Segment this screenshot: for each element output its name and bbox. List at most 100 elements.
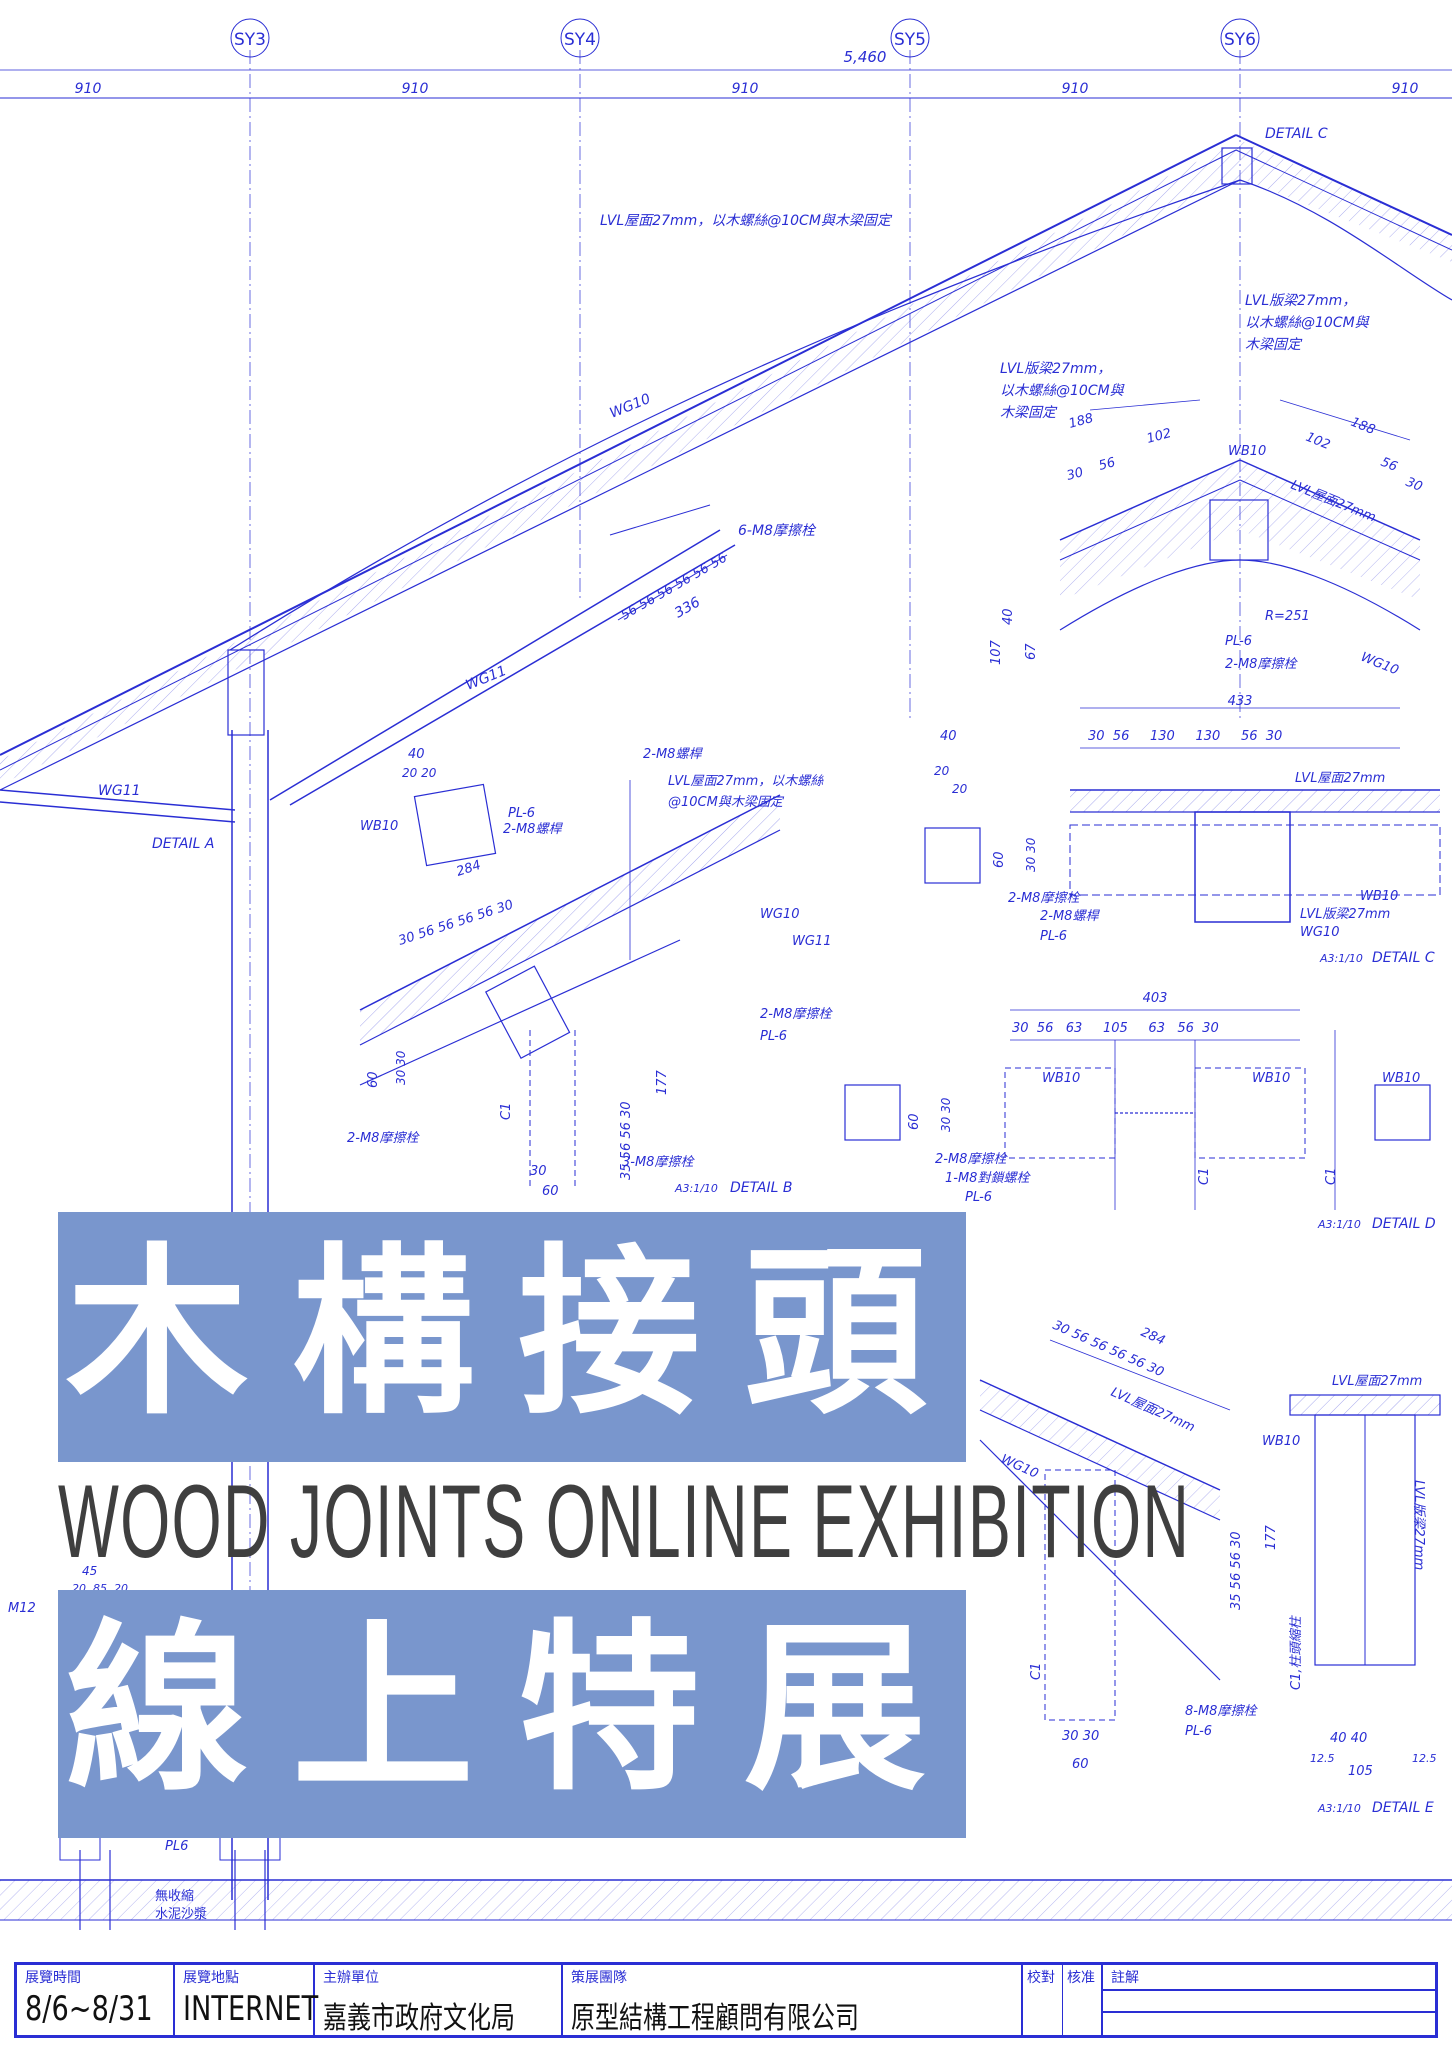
- grout-label: 無收縮: [155, 1888, 194, 1904]
- dim: 60: [366, 1071, 381, 1088]
- footer-venue-cell: 展覽地點 INTERNET: [175, 1965, 319, 2035]
- organizer-value: 嘉義市政府文化局: [323, 2001, 515, 2036]
- c1-label: C1: [1324, 1168, 1339, 1185]
- wb10-label: WB10: [1252, 1071, 1290, 1086]
- footer-title-block: 展覽時間 8/6~8/31 展覽地點 INTERNET 主辦單位 嘉義市政府文化…: [14, 1962, 1438, 2038]
- beam-note-right: 以木螺絲@10CM與: [1245, 315, 1370, 331]
- dim: 12.5: [1310, 1752, 1335, 1765]
- span-dim: 910: [732, 81, 759, 97]
- curator-label: 策展團隊: [571, 1970, 627, 1986]
- lvl-roof-label: LVL屋面27mm: [1295, 771, 1385, 786]
- scale-label: A3:1/10: [1317, 1802, 1361, 1815]
- beam-note-mid: LVL版梁27mm，: [1000, 361, 1111, 377]
- detail-d: 403 30 56 63 105 63 56 30 WB10 WB10 WB10…: [844, 991, 1436, 1232]
- dim: 45: [82, 1564, 97, 1578]
- dim: 12.5: [1412, 1752, 1437, 1765]
- pl6-label: PL-6: [1040, 929, 1067, 944]
- pl6-label: PL-6: [508, 806, 535, 821]
- wb10-label: WB10: [1262, 1434, 1300, 1449]
- organizer-label: 主辦單位: [323, 1970, 379, 1986]
- dim: 56: [1379, 455, 1400, 475]
- c1-label: C1: [1197, 1168, 1212, 1185]
- dim: 177: [1264, 1524, 1279, 1550]
- dim: 188: [1067, 411, 1095, 432]
- curator-value: 原型結構工程顧問有限公司: [571, 2001, 859, 2036]
- roof-note: LVL屋面27mm，以木螺絲: [668, 774, 824, 789]
- dims-row: 20 85 20: [72, 1582, 128, 1595]
- wb10-label: WB10: [1360, 889, 1398, 904]
- c1-label: C1: [1029, 1663, 1044, 1680]
- footer-notes-cell: 註解: [1103, 1965, 1435, 2035]
- wb10-label: WB10: [1382, 1071, 1420, 1086]
- axis-label-sy6: SY6: [1224, 30, 1256, 50]
- dims-row: 30 56 63 105 63 56 30: [1012, 1021, 1219, 1036]
- footer-date-cell: 展覽時間 8/6~8/31: [17, 1965, 175, 2035]
- bolts-label: 2-M8摩擦栓: [760, 1006, 833, 1022]
- dim: 60: [1072, 1757, 1089, 1772]
- dim: 30 30: [1062, 1729, 1099, 1744]
- detail-c-tag: DETAIL C: [1265, 126, 1328, 142]
- bolts-label: 3-M8摩擦栓: [622, 1154, 695, 1170]
- dim: 177: [655, 1069, 670, 1095]
- dim: 20: [934, 764, 950, 778]
- dim: 102: [1145, 426, 1173, 447]
- dim: 30 30: [394, 1050, 408, 1085]
- date-label: 展覽時間: [25, 1970, 81, 1986]
- wb10-label: WB10: [360, 819, 398, 834]
- axis-label-sy3: SY3: [234, 30, 266, 50]
- dim: 30: [530, 1164, 547, 1179]
- dims-row: 30 56 130 130 56 30: [1088, 729, 1282, 744]
- total-span-dim: 5,460: [844, 48, 887, 66]
- dim: 102: [1304, 430, 1333, 453]
- venue-value: INTERNET: [183, 1989, 319, 2029]
- lvl-beam-label: LVL版梁27mm: [1411, 1480, 1426, 1570]
- scale-label: A3:1/10: [674, 1182, 718, 1195]
- scale-label: A3:1/10: [1317, 1218, 1361, 1231]
- venue-label: 展覽地點: [183, 1970, 239, 1986]
- beam-note-mid: 以木螺絲@10CM與: [1000, 383, 1125, 399]
- pl6-label: PL-6: [1185, 1724, 1212, 1739]
- dim: 30 30: [939, 1097, 953, 1132]
- dim: 20 20: [402, 766, 437, 780]
- wg11-label: WG11: [464, 663, 509, 694]
- footer-curator-cell: 策展團隊 原型結構工程顧問有限公司: [563, 1965, 1023, 2036]
- axis-label-sy4: SY4: [564, 30, 596, 50]
- bolts-label: 2-M8摩擦栓: [935, 1151, 1008, 1167]
- grid-axes: SY3 SY4 SY5 SY6 5,460 910 910 910 910 91…: [0, 18, 1452, 1820]
- detail-b: 40 20 20 PL-6 WB10 2-M8螺桿 2-M8螺桿 LVL屋面27…: [347, 747, 833, 1199]
- wg10-label: WG10: [1359, 650, 1401, 679]
- dim: 433: [1228, 694, 1253, 709]
- pl6-label: PL-6: [965, 1190, 992, 1205]
- dim: 56: [1097, 455, 1117, 474]
- dim: 60: [542, 1184, 559, 1199]
- m12-label: M12: [8, 1601, 36, 1616]
- dim: 40: [408, 747, 425, 762]
- roof-note: LVL屋面27mm，以木螺絲@10CM與木梁固定: [600, 213, 893, 229]
- lvl-roof-label: LVL屋面27mm: [1332, 1374, 1422, 1389]
- wg11-left-label: WG11: [98, 783, 141, 799]
- notes-label: 註解: [1111, 1970, 1139, 1986]
- dim: 30: [1404, 475, 1425, 495]
- pl6-label: PL-6: [760, 1029, 787, 1044]
- wg10-label: WG10: [760, 907, 799, 922]
- beam-note-right: 木梁固定: [1245, 337, 1303, 353]
- detail-e-tag: DETAIL E: [1372, 1800, 1434, 1816]
- dim: 30 30: [1024, 837, 1038, 872]
- bolts-label: 8-M8摩擦栓: [1185, 1703, 1258, 1719]
- c1-label: C1: [499, 1103, 514, 1120]
- dim: 60: [992, 851, 1007, 868]
- date-value: 8/6~8/31: [25, 1989, 153, 2029]
- dim: 67: [1024, 643, 1039, 660]
- dim: 107: [989, 639, 1004, 665]
- dim: 188: [1349, 415, 1378, 438]
- detail-c-apex: WB10 LVL屋面27mm 188 102 30 56 102 188 56 …: [989, 399, 1425, 679]
- radius-label: R=251: [1265, 609, 1310, 624]
- beam-note-right: LVL版梁27mm，: [1245, 293, 1356, 309]
- dim: 41: [242, 1726, 257, 1740]
- bolt-rod-label: 2-M8螺桿: [643, 747, 703, 762]
- detail-e: 284 30 56 56 56 56 30 LVL屋面27mm WG10 35 …: [979, 1318, 1441, 1816]
- dim: 30: [1065, 465, 1085, 484]
- dim: 60: [907, 1113, 922, 1130]
- dims-row: 20 20: [230, 1707, 269, 1721]
